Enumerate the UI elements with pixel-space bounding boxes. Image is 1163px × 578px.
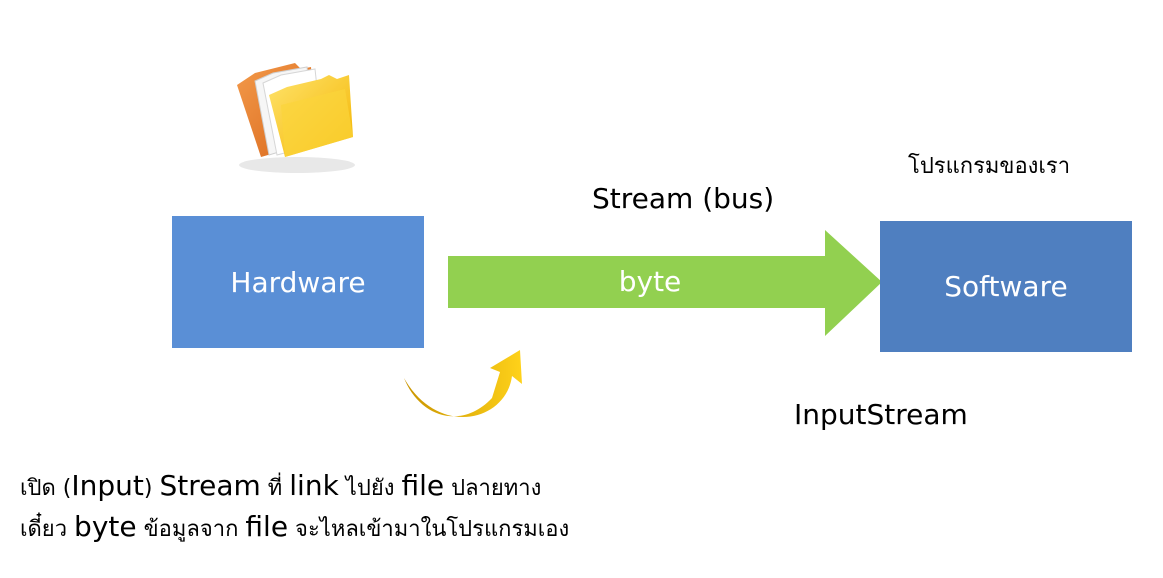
caption-line-2: เดี๋ยว byte ข้อมูลจาก file จะไหลเข้ามาใน…: [20, 510, 569, 546]
caption-2-byte: byte: [74, 510, 137, 543]
byte-label: byte: [618, 265, 682, 298]
program-label: โปรแกรมของเรา: [908, 154, 1071, 179]
caption-1-part-a: เปิด (: [20, 476, 72, 501]
caption-1-part-c: ): [143, 476, 160, 501]
hardware-label: Hardware: [230, 265, 366, 299]
caption-1-stream: Stream: [159, 469, 261, 502]
caption-1-part-g: ไปยัง: [338, 476, 402, 501]
caption-line-1: เปิด (Input) Stream ที่ link ไปยัง file …: [20, 469, 541, 505]
caption-1-part-i: ปลายทาง: [444, 476, 542, 501]
caption-1-input: Input: [71, 469, 144, 502]
software-label: Software: [944, 270, 1068, 303]
caption-1-link: link: [289, 469, 339, 502]
caption-2-file: file: [245, 510, 289, 543]
hardware-box: Hardware: [172, 216, 424, 348]
stream-bus-label: Stream (bus): [592, 182, 775, 215]
curved-arrow-icon: [404, 350, 522, 418]
folder-icon: [237, 63, 355, 173]
caption-2-part-e: จะไหลเข้ามาในโปรแกรมเอง: [288, 517, 570, 542]
caption-2-part-a: เดี๋ยว: [20, 517, 75, 542]
stream-arrow: [448, 230, 882, 336]
inputstream-label: InputStream: [794, 398, 968, 431]
caption-2-part-c: ข้อมูลจาก: [136, 517, 246, 542]
software-box: Software: [880, 221, 1132, 352]
caption-1-file: file: [401, 469, 445, 502]
caption-1-part-e: ที่: [260, 476, 290, 501]
